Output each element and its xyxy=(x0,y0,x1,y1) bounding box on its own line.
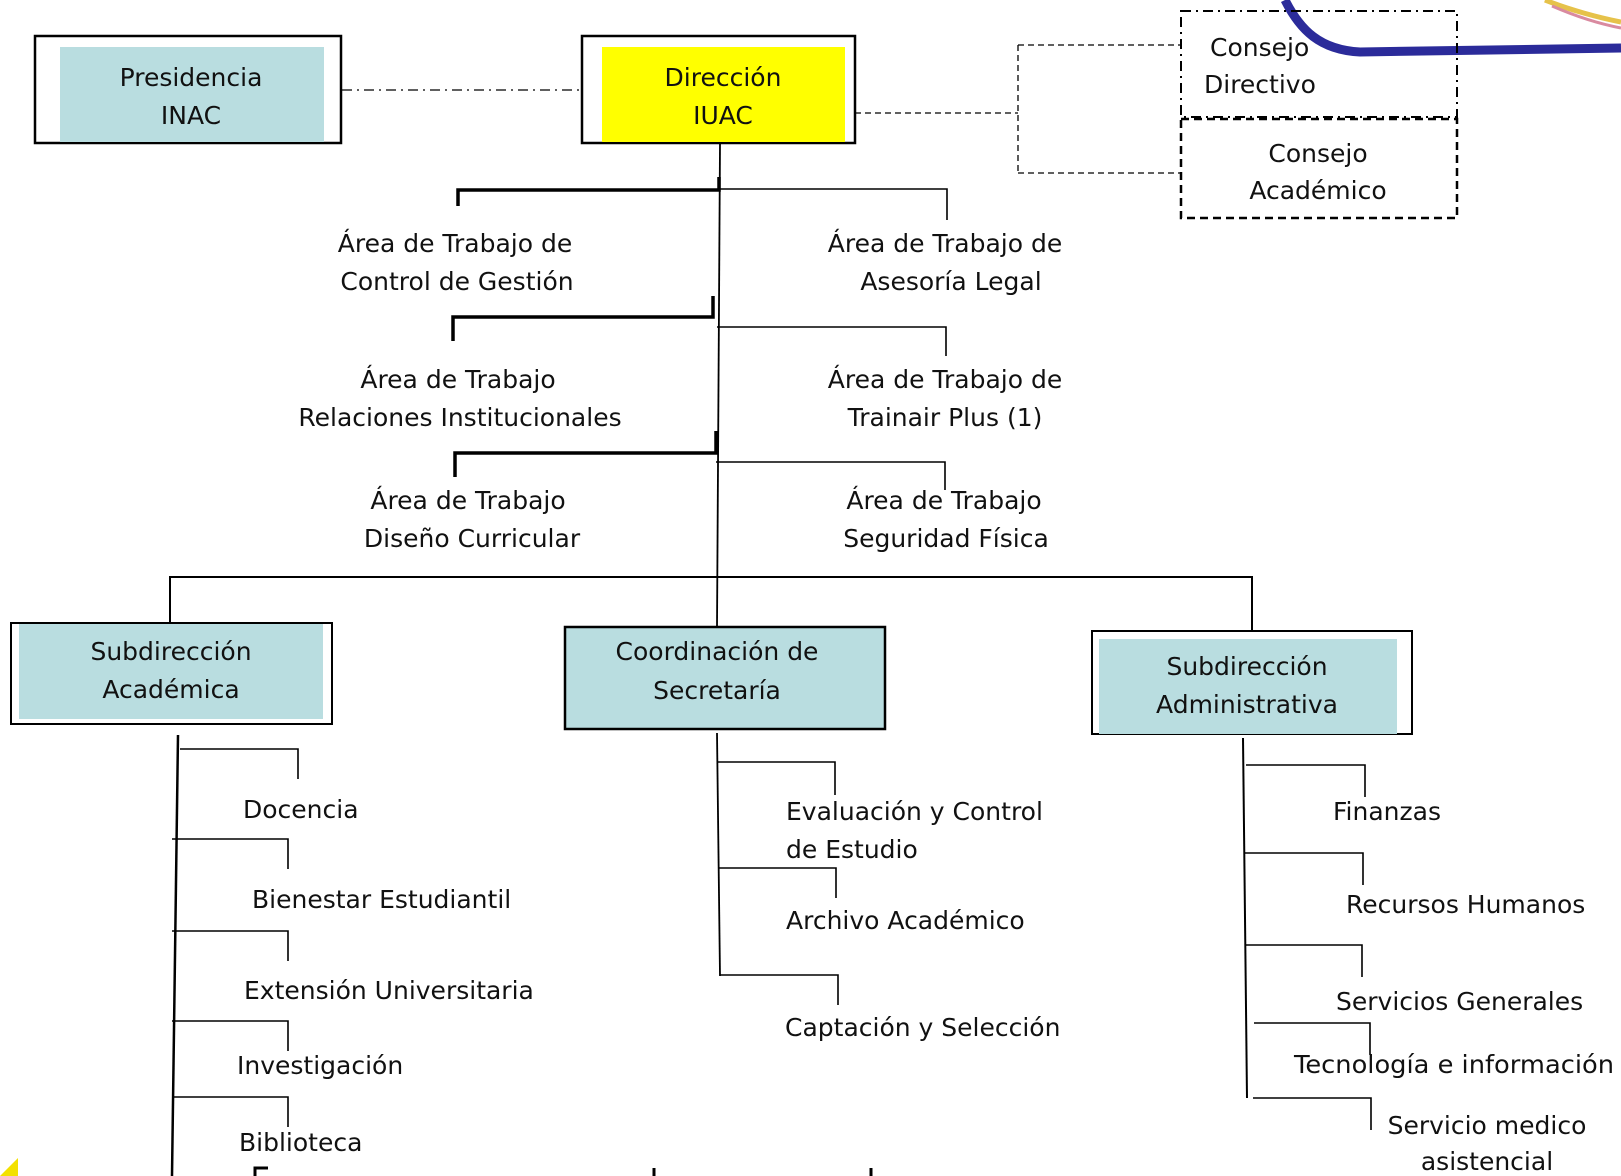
branch-bienestar xyxy=(172,838,289,869)
subdireccion-academica-line2: Académica xyxy=(102,675,239,704)
presidencia-line2: INAC xyxy=(161,101,221,130)
academica-trunk xyxy=(170,734,180,1176)
consejo-academico-line2: Académico xyxy=(1249,176,1386,205)
item-archivo: Archivo Académico xyxy=(786,906,1025,935)
item-docencia: Docencia xyxy=(243,795,359,824)
item-bienestar: Bienestar Estudiantil xyxy=(252,885,511,914)
direccion-line2: IUAC xyxy=(693,101,753,130)
area-labels-right: Área de Trabajo de Asesoría Legal Área d… xyxy=(828,229,1063,553)
coordinacion-secretaria-line2: Secretaría xyxy=(653,676,781,705)
consejo-academico-box: Consejo Académico xyxy=(1179,117,1459,220)
branch-control-gestion xyxy=(456,177,721,206)
area-trainair-line1: Área de Trabajo de xyxy=(828,365,1063,394)
administrativa-items: Finanzas Recursos Humanos Servicios Gene… xyxy=(1293,797,1614,1176)
branch-seguridad xyxy=(716,461,946,490)
branch-trainair xyxy=(717,326,947,356)
item-servicio-medico-line2: asistencial xyxy=(1421,1147,1553,1176)
subdireccion-administrativa-line2: Administrativa xyxy=(1156,690,1338,719)
area-diseno-line1: Área de Trabajo xyxy=(370,486,565,515)
branch-investigacion xyxy=(172,1020,289,1051)
branch-tecnologia xyxy=(1254,1022,1371,1055)
area-asesoria-line1: Área de Trabajo de xyxy=(828,229,1063,258)
branch-captacion xyxy=(720,974,839,1005)
connectors xyxy=(169,44,1372,1176)
item-evaluacion-line2: de Estudio xyxy=(786,835,918,864)
item-tecnologia: Tecnología e información xyxy=(1293,1050,1614,1079)
subdireccion-administrativa-line1: Subdirección xyxy=(1166,652,1327,681)
secretaria-trunk xyxy=(716,732,721,977)
area-control-gestion-line1: Área de Trabajo de xyxy=(338,229,573,258)
item-finanzas: Finanzas xyxy=(1333,797,1441,826)
sub-bar xyxy=(169,576,1253,631)
item-biblioteca: Biblioteca xyxy=(239,1128,362,1157)
logo-fragment xyxy=(1280,0,1621,57)
secretaria-items: Evaluación y Control de Estudio Archivo … xyxy=(785,797,1060,1042)
area-relaciones-line1: Área de Trabajo xyxy=(360,365,555,394)
area-asesoria-line2: Asesoría Legal xyxy=(860,267,1041,296)
branch-relaciones xyxy=(451,296,715,341)
item-servicio-medico-line1: Servicio medico xyxy=(1388,1111,1587,1140)
branch-asesoria xyxy=(720,188,948,220)
branch-diseno xyxy=(453,431,718,477)
subdireccion-academica-line1: Subdirección xyxy=(90,637,251,666)
branch-servicio-medico xyxy=(1253,1097,1372,1130)
consejo-directivo-line2: Directivo xyxy=(1204,70,1316,99)
consejo-directivo-line1: Consejo xyxy=(1210,33,1309,62)
presidencia-box: Presidencia INAC xyxy=(33,34,343,145)
direccion-line1: Dirección xyxy=(665,63,782,92)
branch-servicios xyxy=(1246,944,1363,977)
direccion-box: Dirección IUAC xyxy=(580,34,857,145)
item-servicios: Servicios Generales xyxy=(1336,987,1583,1016)
area-seguridad-line1: Área de Trabajo xyxy=(846,486,1041,515)
branch-finanzas xyxy=(1246,764,1366,797)
area-control-gestion-line2: Control de Gestión xyxy=(340,267,573,296)
corner-accent xyxy=(0,1158,18,1176)
area-diseno-line2: Diseño Curricular xyxy=(364,524,581,553)
item-captacion: Captación y Selección xyxy=(785,1013,1060,1042)
item-evaluacion-line1: Evaluación y Control xyxy=(786,797,1043,826)
area-trainair-line2: Trainair Plus (1) xyxy=(847,403,1043,432)
academica-items: Docencia Bienestar Estudiantil Extensión… xyxy=(237,795,534,1157)
branch-rrhh xyxy=(1245,852,1364,885)
coordinacion-secretaria-line1: Coordinación de xyxy=(616,637,819,666)
branch-docencia xyxy=(180,748,299,779)
area-labels-left: Área de Trabajo de Control de Gestión Ár… xyxy=(298,229,621,553)
branch-evaluacion xyxy=(718,761,836,795)
area-relaciones-line2: Relaciones Institucionales xyxy=(298,403,621,432)
item-rrhh: Recursos Humanos xyxy=(1346,890,1585,919)
main-trunk xyxy=(716,143,721,628)
branch-archivo xyxy=(719,867,837,898)
bottom-mark-1 xyxy=(253,1166,268,1176)
consejo-directivo-box: Consejo Directivo xyxy=(1180,10,1458,118)
presidencia-line1: Presidencia xyxy=(120,63,263,92)
coordinacion-secretaria-box: Coordinación de Secretaría xyxy=(563,625,887,731)
subdireccion-administrativa-box: Subdirección Administrativa xyxy=(1091,630,1413,735)
consejo-academico-line1: Consejo xyxy=(1268,139,1367,168)
area-seguridad-line2: Seguridad Física xyxy=(843,524,1049,553)
item-extension: Extensión Universitaria xyxy=(244,976,534,1005)
branch-biblioteca xyxy=(172,1096,289,1127)
subdireccion-academica-box: Subdirección Académica xyxy=(10,622,333,725)
branch-extension xyxy=(172,930,289,961)
administrativa-trunk xyxy=(1242,737,1248,1099)
item-investigacion: Investigación xyxy=(237,1051,403,1080)
